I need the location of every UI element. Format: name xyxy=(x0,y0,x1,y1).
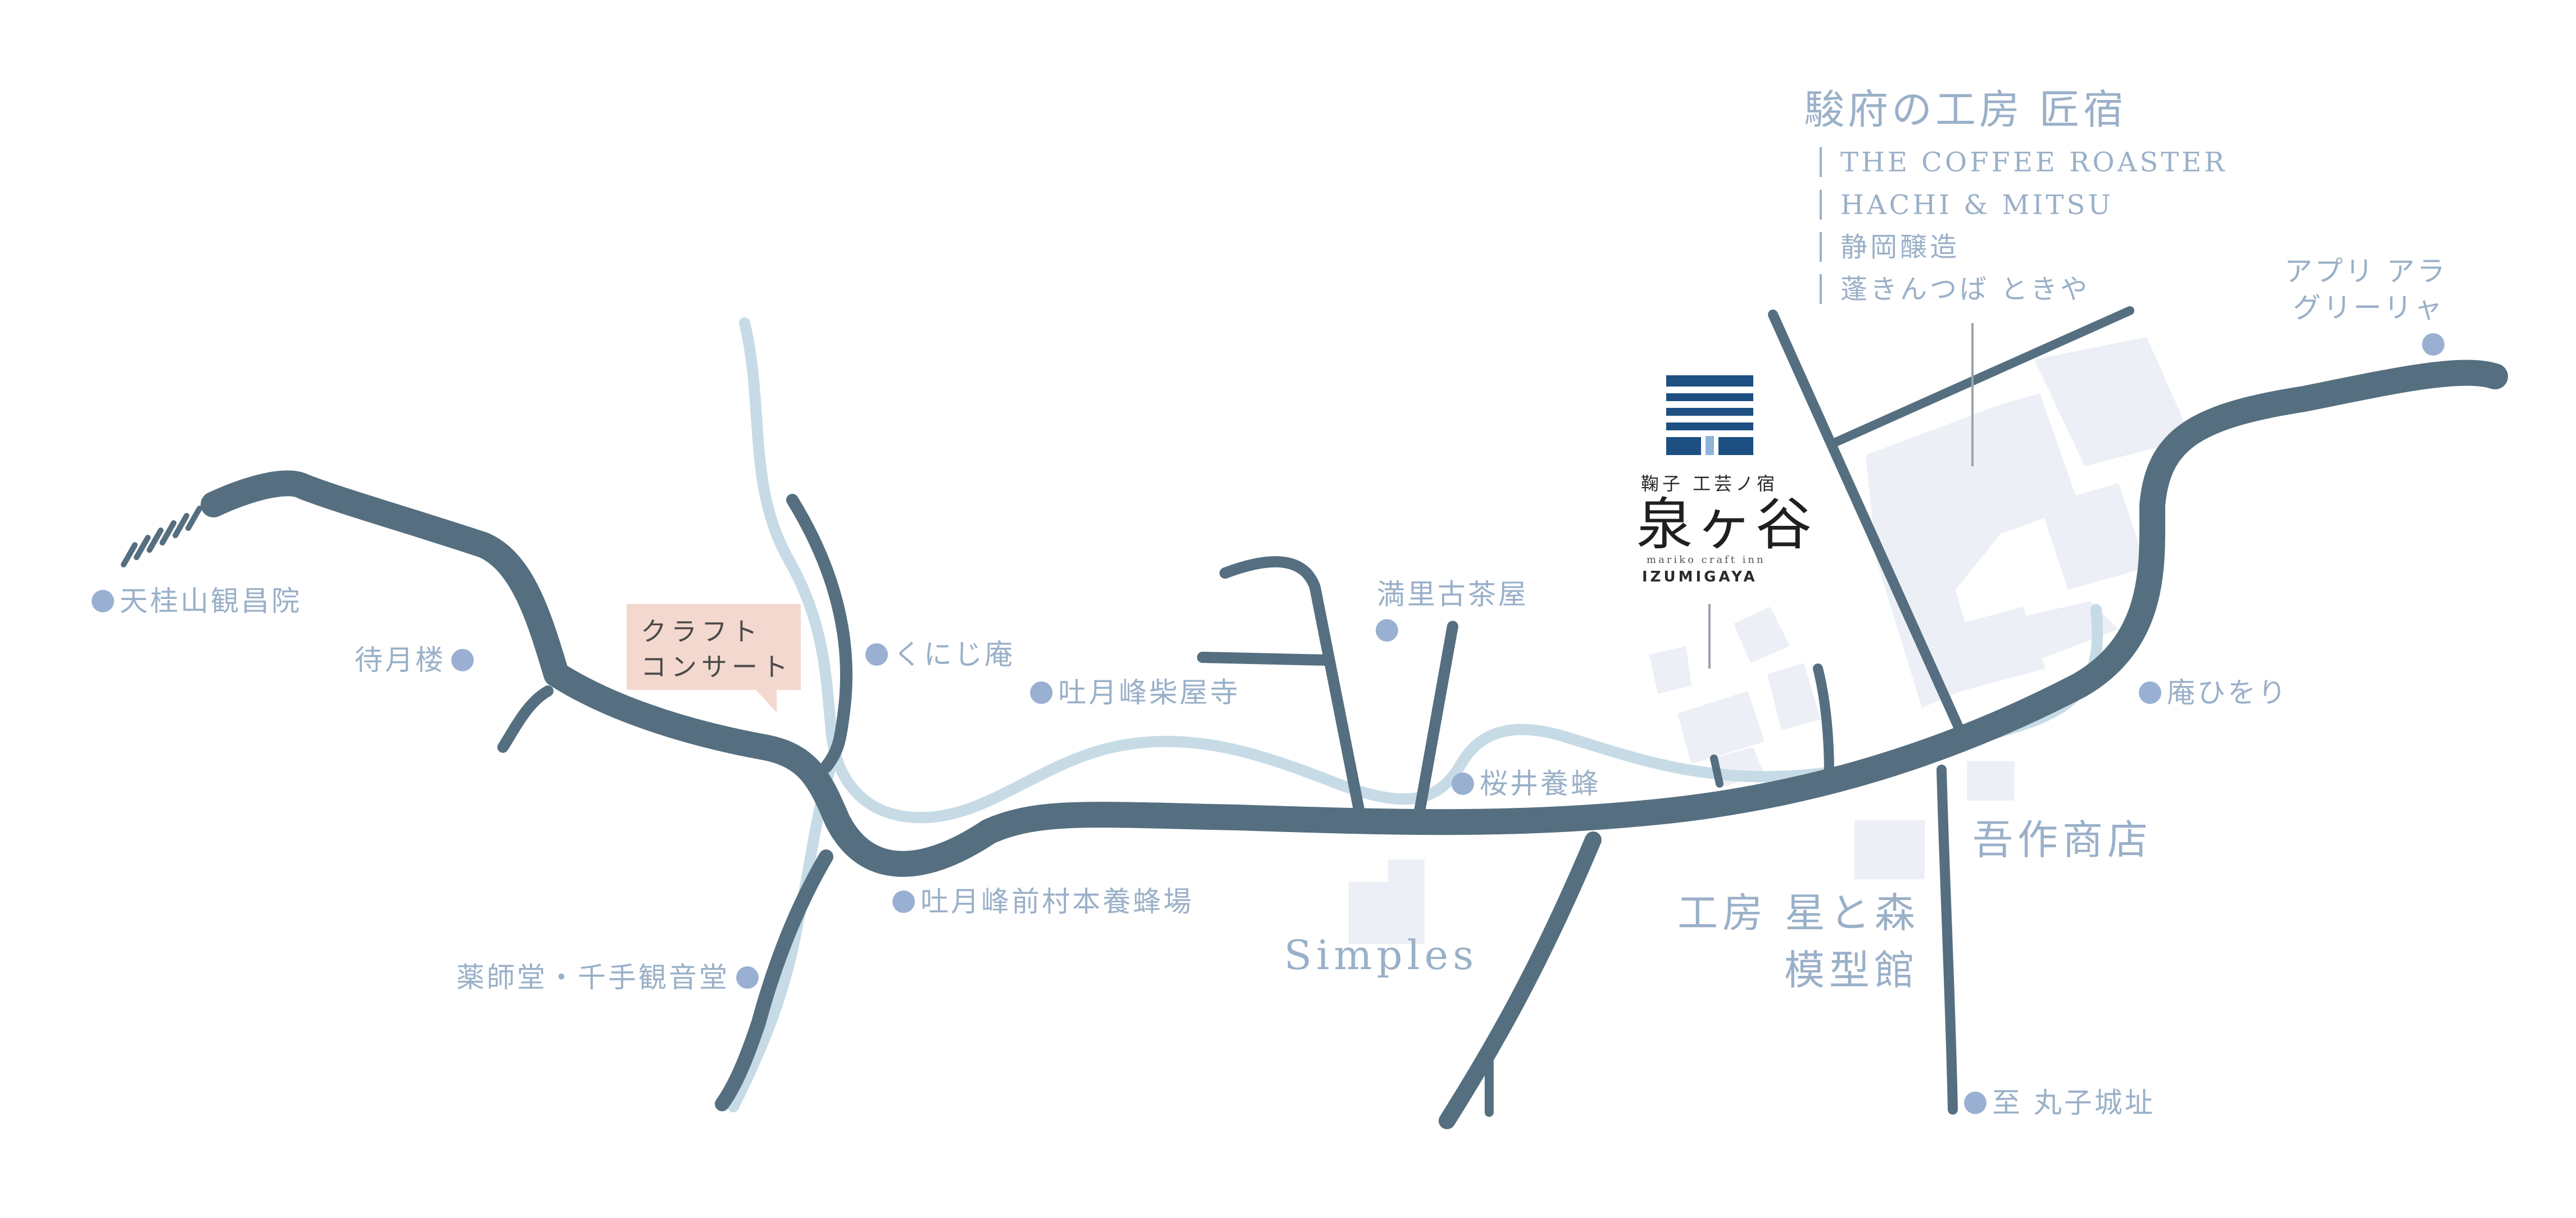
logo-line-2: mariko craft inn xyxy=(1647,554,1766,566)
inn-logo-izumigaya: 鞠子 工芸ノ宿 泉ヶ谷 mariko craft inn IZUMIGAYA xyxy=(1636,375,1815,585)
road-castle xyxy=(1936,765,1958,1115)
label-simples: Simples xyxy=(1284,931,1478,979)
shop-the-coffee-roaster: THE COFFEE ROASTER xyxy=(1840,147,2227,178)
logo-line-1: 鞠子 工芸ノ宿 xyxy=(1641,473,1778,494)
building-gosaku-2 xyxy=(1967,761,2015,801)
dot-mansato xyxy=(1376,619,1398,642)
dot-sakurai xyxy=(1452,772,1474,795)
building-takumi-south xyxy=(1939,607,2046,691)
road-south-main xyxy=(1439,831,1602,1129)
building-simples-annex xyxy=(1388,860,1425,885)
rail-hatches xyxy=(121,506,202,567)
label-yakushido: 薬師堂・千手観音堂 xyxy=(456,961,729,994)
main-road xyxy=(201,360,2508,877)
building-izumigaya-1 xyxy=(1649,646,1691,694)
shop-hachi-mitsu: HACHI & MITSU xyxy=(1840,189,2114,221)
dot-taigetsuro xyxy=(451,649,474,671)
road-yakushido xyxy=(715,849,833,1111)
workshop-group-takumi: 駿府の工房 匠宿 THE COFFEE ROASTER HACHI & MITS… xyxy=(1804,86,2227,305)
shop-shizuoka-jozo: 静岡醸造 xyxy=(1840,231,1960,263)
callout-craft-concert: クラフト コンサート xyxy=(627,604,801,712)
road-mansato xyxy=(1413,621,1458,820)
building-takumi-wing xyxy=(2040,483,2147,590)
road-saiokuji-loop xyxy=(1219,556,1366,820)
building-izumigaya-4 xyxy=(1767,663,1821,730)
callout-bubble xyxy=(627,604,801,712)
place-labels: 天桂山観昌院 待月楼 くにじ庵 吐月峰柴屋寺 満里古茶屋 桜井養蜂 吐月峰前村本… xyxy=(120,255,2447,1119)
callout-line-2: コンサート xyxy=(641,652,792,682)
label-taigetsuro: 待月楼 xyxy=(355,644,446,676)
label-sakurai: 桜井養蜂 xyxy=(1480,767,1601,800)
dot-mariko-castle xyxy=(1964,1092,1987,1114)
label-togetsuho-maemura: 吐月峰前村本養蜂場 xyxy=(920,885,1194,918)
dot-kunijian xyxy=(865,643,888,666)
building-simples xyxy=(1349,882,1425,944)
label-gosaku: 吾作商店 xyxy=(1972,816,2152,863)
label-apuri-1: アプリ アラ xyxy=(2284,255,2447,288)
label-tenkeizan: 天桂山観昌院 xyxy=(120,585,302,617)
logo-name: 泉ヶ谷 xyxy=(1636,492,1815,557)
building-gosaku-1 xyxy=(1854,820,1925,879)
road-takumi-branch xyxy=(1827,306,2134,448)
road-taigetsuro xyxy=(497,685,554,753)
label-kunijian: くにじ庵 xyxy=(894,638,1015,671)
dot-togetsuho-saiokuji xyxy=(1030,681,1053,704)
workshop-group-title: 駿府の工房 匠宿 xyxy=(1804,86,2127,133)
label-apuri-2: グリーリャ xyxy=(2293,292,2445,324)
logo-mark-icon xyxy=(1666,375,1753,455)
road-izumigaya-1 xyxy=(1710,755,1724,788)
dot-apuri xyxy=(2422,333,2445,356)
building-takumi-north xyxy=(2034,337,2192,466)
label-hoshimori-2: 模型館 xyxy=(1784,947,1919,994)
dot-togetsuho-maemura xyxy=(892,890,915,913)
dot-yakushido xyxy=(736,966,759,989)
label-mansato: 満里古茶屋 xyxy=(1377,578,1529,611)
label-togetsuho-saiokuji: 吐月峰柴屋寺 xyxy=(1058,676,1240,709)
dot-tenkeizan xyxy=(92,590,114,612)
logo-romaji: IZUMIGAYA xyxy=(1642,569,1758,585)
label-mariko-castle: 至 丸子城址 xyxy=(1992,1087,2155,1119)
building-izumigaya-3 xyxy=(1677,691,1765,764)
callout-line-1: クラフト xyxy=(641,616,762,647)
label-hoshimori-1: 工房 星と森 xyxy=(1677,889,1920,937)
road-saiokuji-cross xyxy=(1197,652,1332,666)
building-izumigaya-2 xyxy=(1734,607,1790,663)
road-takumi-diagonal xyxy=(1768,310,1966,738)
dot-anhiwori xyxy=(2139,681,2161,704)
place-dots xyxy=(92,333,2445,1114)
shop-tokiya: 蓬きんつば ときや xyxy=(1840,274,2090,305)
side-roads xyxy=(121,306,2134,1129)
road-kunijian xyxy=(786,494,852,773)
building-takumi-main xyxy=(1866,393,2119,708)
road-izumigaya-2 xyxy=(1813,663,1834,778)
label-anhiwori: 庵ひをり xyxy=(2167,676,2288,709)
